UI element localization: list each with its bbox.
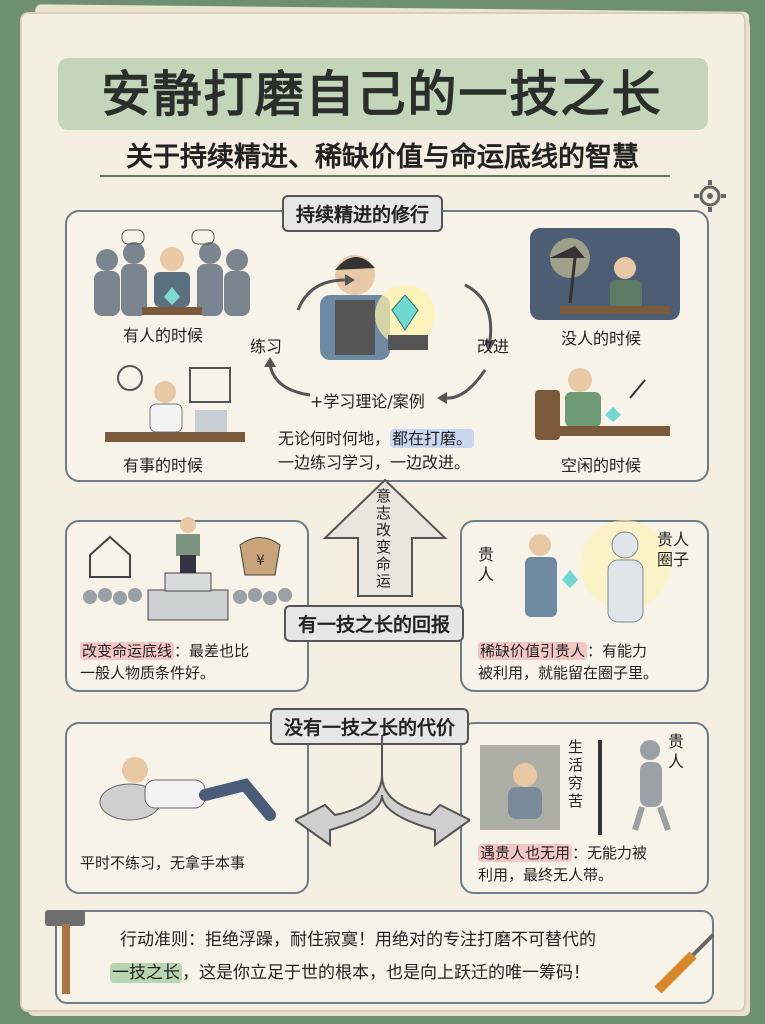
gear-icon <box>694 180 726 212</box>
page-subtitle: 关于持续精进、稀缺价值与命运底线的智慧 <box>126 142 639 173</box>
cycle-improve-label: 改进 <box>477 337 510 356</box>
practice-cycle-arrows <box>264 274 496 404</box>
hammer-icon <box>45 910 85 994</box>
patron-circle-label: 贵人圈子 <box>657 530 690 569</box>
patron-line1: 稀缺价值引贵人：有能力 <box>478 640 647 661</box>
lazy-caption: 平时不练习，无拿手本事 <box>80 854 246 872</box>
baseline-line2: 一般人物质条件好。 <box>80 664 216 682</box>
scene-free: 空闲的时候 <box>561 456 642 475</box>
lying-idle-illustration <box>99 757 276 821</box>
crowd-craftsman-illustration <box>94 229 250 316</box>
baseline-rest: ：最差也比 <box>174 642 250 660</box>
section-cost-label: 没有一技之长的代价 <box>270 708 470 745</box>
split-downward-arrows <box>295 735 470 847</box>
section-practice-label: 持续精进的修行 <box>282 195 444 232</box>
patron-rest: ：有能力 <box>587 642 648 660</box>
baseline-line1: 改变命运底线：最差也比 <box>80 640 249 661</box>
footer-line1: 行动准则：拒绝浮躁，耐住寂寞！用绝对的专注打磨不可替代的 <box>120 930 596 950</box>
practice-text-highlight: 都在打磨。 <box>390 429 475 448</box>
willpower-arrow-text: 意志改变命运 <box>376 487 392 590</box>
scene-with-people: 有人的时候 <box>123 326 204 345</box>
title-band <box>58 58 708 130</box>
subtitle-underline <box>100 175 670 177</box>
poor-line2: 利用，最终无人带。 <box>478 866 614 884</box>
scene-busy: 有事的时候 <box>123 456 204 475</box>
cycle-practice-label: 练习 <box>250 337 283 356</box>
podium-success-illustration: ¥ <box>83 517 292 621</box>
leisure-gem-illustration <box>535 368 670 440</box>
footer-line2: 一技之长，这是你立足于世的根本，也是向上跃迁的唯一筹码！ <box>110 958 590 983</box>
screwdriver-icon <box>654 933 715 994</box>
poor-vs-patron-illustration <box>480 740 671 835</box>
footer-rest: ，这是你立足于世的根本，也是向上跃迁的唯一筹码！ <box>182 963 590 983</box>
patron-walkaway-label: 贵人 <box>668 732 685 771</box>
scene-alone: 没人的时候 <box>561 329 642 348</box>
poor-highlight: 遇贵人也无用 <box>478 844 573 862</box>
poor-line1: 遇贵人也无用：无能力被 <box>478 842 647 863</box>
reward-patron-card <box>460 520 709 692</box>
willpower-up-arrow <box>322 478 448 597</box>
page-title: 安静打磨自己的一技之长 <box>101 66 663 123</box>
patron-line2: 被利用，就能留在圈子里。 <box>478 664 659 682</box>
patron-label: 贵人 <box>478 545 495 584</box>
practice-text-line1: 无论何时何地，都在打磨。 <box>278 425 475 449</box>
baseline-highlight: 改变命运底线 <box>80 642 175 660</box>
practice-text-line2: 一边练习学习，一边改进。 <box>278 453 471 472</box>
patron-highlight: 稀缺价值引贵人 <box>478 642 588 660</box>
practice-text-part1: 无论何时何地， <box>278 429 391 448</box>
poor-rest: ：无能力被 <box>572 844 648 862</box>
svg-text:¥: ¥ <box>256 553 265 569</box>
night-study-illustration <box>530 228 680 320</box>
busy-desk-illustration <box>105 365 245 442</box>
footer-highlight: 一技之长 <box>110 963 182 983</box>
cycle-learn-label: +学习理论/案例 <box>310 392 425 411</box>
action-principle-box <box>55 910 714 1004</box>
section-reward-label: 有一技之长的回报 <box>284 605 465 642</box>
patron-handshake-illustration <box>525 520 670 623</box>
hard-life-label: 生活穷苦 <box>568 738 584 810</box>
